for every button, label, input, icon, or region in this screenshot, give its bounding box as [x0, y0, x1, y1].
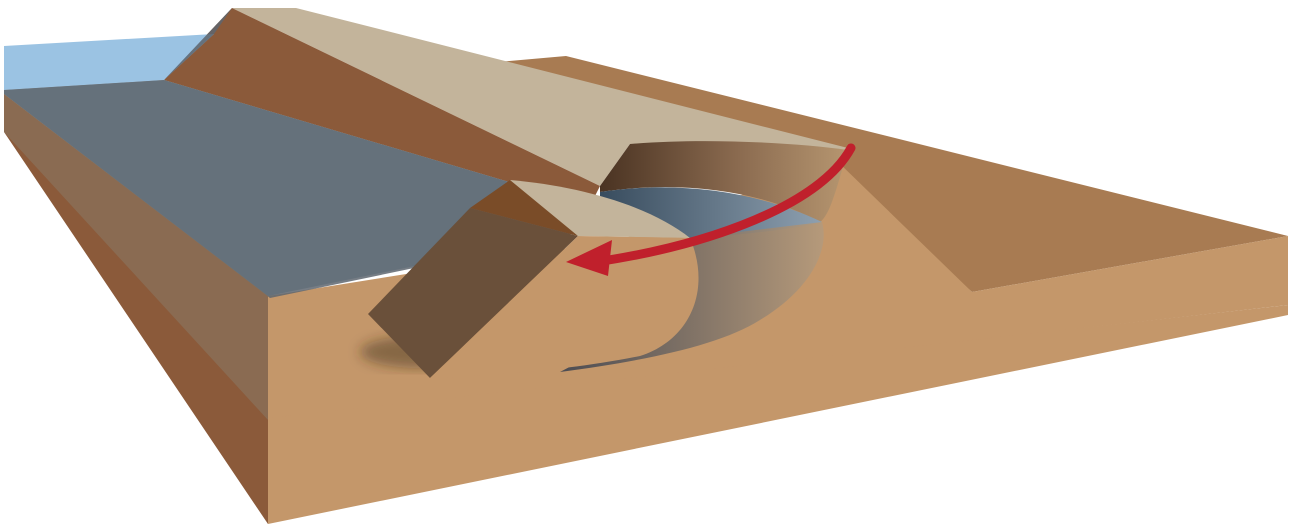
levee-slump-diagram [0, 0, 1295, 527]
